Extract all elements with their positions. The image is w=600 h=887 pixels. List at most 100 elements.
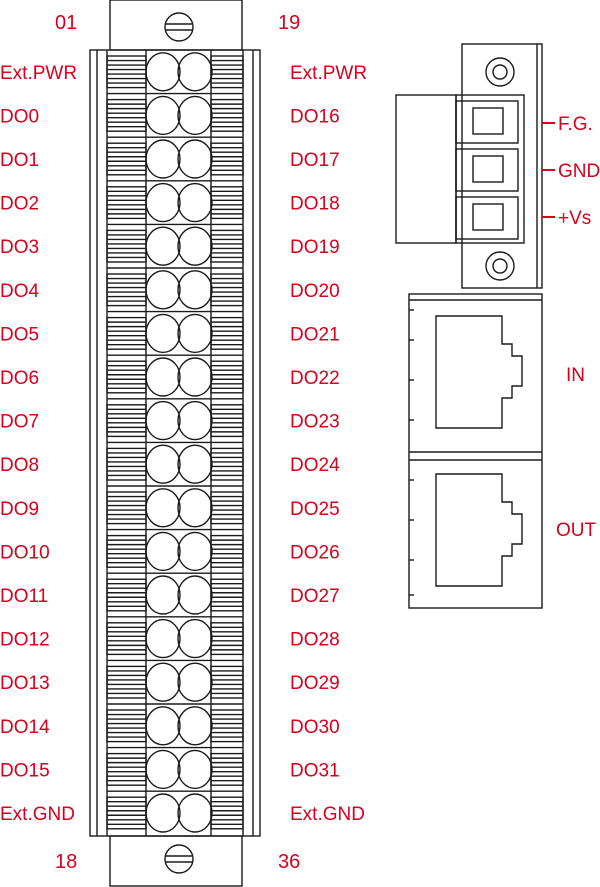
wire-entry	[210, 796, 244, 830]
left-pin-label: DO8	[0, 455, 39, 476]
right-pin-label: DO25	[290, 499, 340, 520]
screw-hole	[145, 793, 181, 833]
right-pin-label: DO30	[290, 717, 340, 738]
left-pin-label: DO13	[0, 673, 50, 694]
screw-hole	[145, 400, 181, 441]
terminal-block	[89, 0, 261, 887]
screw-hole	[177, 444, 213, 484]
wire-entry	[210, 186, 244, 220]
screw-hole	[145, 488, 181, 528]
screw-hole	[145, 270, 181, 310]
pin-row	[106, 616, 244, 659]
pin-number-bottom-left: 18	[55, 851, 77, 873]
screw-hole	[145, 662, 181, 702]
left-pin-label: DO1	[0, 150, 39, 171]
pin-row	[106, 441, 244, 484]
wire-entry	[210, 447, 244, 481]
pin-row	[106, 398, 244, 441]
screw-hole	[145, 575, 181, 615]
power-label-fg: F.G.	[558, 114, 593, 135]
power-plug	[395, 94, 457, 244]
screw-hole	[177, 95, 213, 136]
pin-row	[106, 223, 244, 266]
left-pin-label: DO5	[0, 324, 39, 345]
left-pin-label: DO4	[0, 281, 40, 302]
screw-hole	[177, 531, 213, 572]
pin-row	[106, 703, 244, 746]
right-pin-label: DO22	[290, 368, 340, 389]
mount-hole-bottom	[485, 251, 515, 281]
rj45-label-out: OUT	[556, 520, 597, 541]
left-pin-label: DO10	[0, 542, 50, 563]
pin-row	[106, 267, 244, 310]
screw-hole	[177, 270, 213, 310]
screw-hole	[145, 313, 181, 354]
wire-entry	[210, 229, 244, 263]
screw-hole	[177, 618, 213, 659]
screw-hole	[145, 52, 181, 92]
right-pin-label: Ext.PWR	[290, 63, 367, 84]
right-pin-label: DO31	[290, 760, 340, 781]
left-pin-label: DO9	[0, 499, 39, 520]
screw-hole	[177, 400, 213, 441]
screw-hole	[177, 575, 213, 615]
wire-entry	[210, 404, 244, 438]
wire-entry	[210, 55, 244, 89]
wire-entry	[210, 142, 244, 176]
right-pin-label: DO21	[290, 324, 340, 345]
bottom-screw	[164, 844, 194, 874]
rj45-port-in	[435, 315, 523, 429]
screw-hole	[145, 182, 181, 223]
right-pin-label: DO24	[290, 455, 340, 476]
pin-row	[106, 572, 244, 615]
top-screw	[164, 12, 194, 42]
screw-hole	[145, 95, 181, 136]
pin-row	[106, 354, 244, 397]
right-pin-label: DO17	[290, 150, 340, 171]
left-pin-label: DO3	[0, 237, 39, 258]
pin-number-top-right: 19	[278, 12, 300, 34]
right-pin-label: DO27	[290, 586, 340, 607]
screw-hole	[177, 706, 213, 746]
screw-hole	[145, 357, 181, 397]
bottom-cap	[109, 835, 243, 887]
screw-hole	[177, 357, 213, 397]
power-connector	[395, 43, 555, 289]
screw-hole	[177, 139, 213, 179]
wire-entry	[210, 622, 244, 656]
screw-hole	[145, 226, 181, 266]
power-label-gnd: GND	[558, 161, 600, 182]
power-terminal-fg	[455, 100, 519, 144]
power-terminal-vs	[455, 196, 519, 240]
pin-row	[106, 659, 244, 702]
screw-hole	[177, 488, 213, 528]
pin-row	[106, 180, 244, 223]
left-pin-label: DO15	[0, 760, 50, 781]
right-pin-label: DO18	[290, 194, 340, 215]
screw-hole	[145, 706, 181, 746]
left-pin-label: Ext.PWR	[0, 63, 77, 84]
left-pin-labels: Ext.PWRDO0DO1DO2DO3DO4DO5DO6DO7DO8DO9DO1…	[0, 63, 77, 825]
left-pin-label: DO7	[0, 412, 39, 433]
pin-row	[106, 790, 244, 833]
rj45-port-out	[435, 473, 523, 587]
wire-entry	[210, 360, 244, 394]
screw-hole	[177, 749, 213, 790]
screw-hole	[145, 531, 181, 572]
right-pin-label: DO23	[290, 412, 340, 433]
pin-row	[106, 528, 244, 572]
screw-hole	[145, 139, 181, 179]
wire-entry	[210, 273, 244, 307]
power-terminal-gnd	[455, 148, 519, 192]
wire-entry	[210, 709, 244, 743]
screw-hole	[177, 182, 213, 223]
terminal-body	[89, 49, 261, 837]
left-pin-label: DO2	[0, 194, 39, 215]
screw-hole	[145, 444, 181, 484]
pin-number-bottom-right: 36	[278, 851, 300, 873]
right-pin-labels: Ext.PWRDO16DO17DO18DO19DO20DO21DO22DO23D…	[290, 63, 367, 825]
left-pin-label: DO11	[0, 586, 48, 607]
right-pin-label: DO29	[290, 673, 340, 694]
rj45-label-in: IN	[566, 365, 585, 386]
